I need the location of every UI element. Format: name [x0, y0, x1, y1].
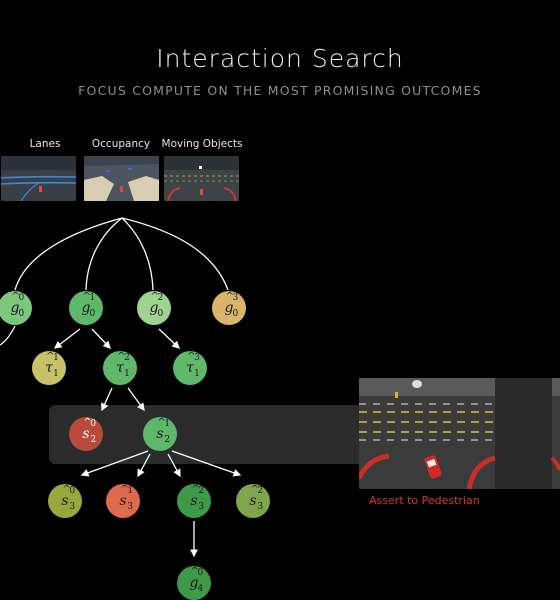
- lanes-thumbnail: [1, 156, 76, 201]
- lanes-label: Lanes: [29, 138, 61, 150]
- scenario-render-panel: [359, 378, 560, 489]
- slide-subtitle: FOCUS COMPUTE ON THE MOST PROMISING OUTC…: [78, 83, 482, 98]
- occupancy-thumbnail: [84, 156, 159, 201]
- moving-objects-thumbnail: [164, 156, 239, 201]
- occupancy-label: Occupancy: [91, 138, 151, 150]
- scenario-caption: Assert to Pedestrian: [369, 494, 480, 507]
- slide-title: Interaction Search: [156, 44, 404, 73]
- moving-objects-label: Moving Objects: [161, 138, 243, 150]
